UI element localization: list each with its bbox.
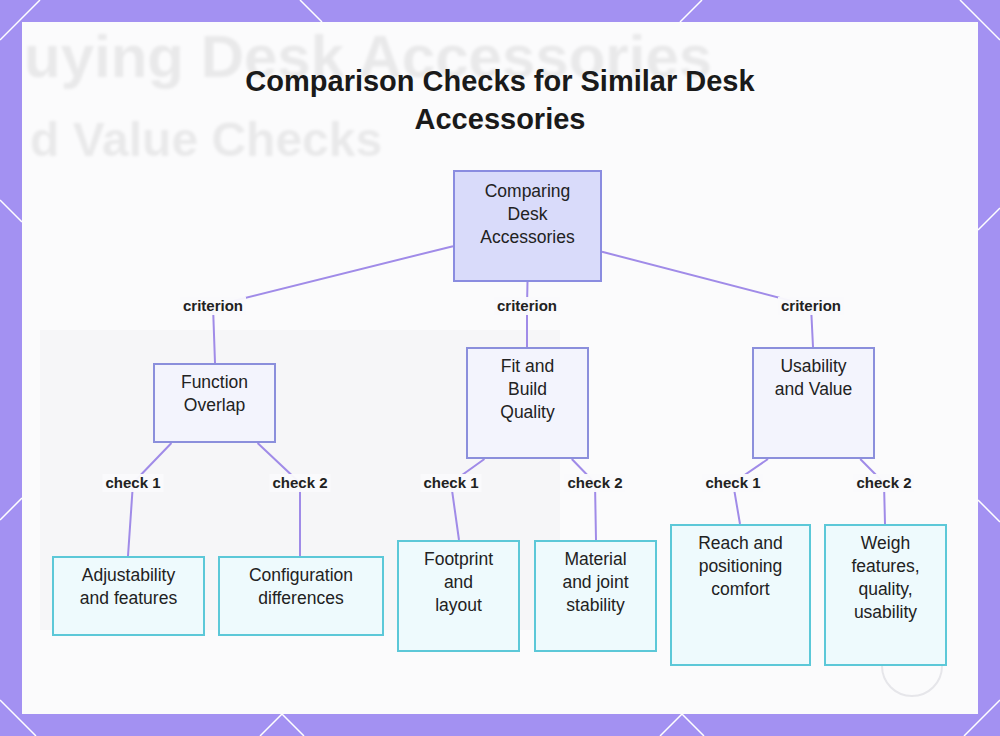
criterion-box: Fit and Build Quality <box>466 347 589 459</box>
root-box: Comparing Desk Accessories <box>453 170 602 282</box>
edge-label: check 2 <box>269 474 330 492</box>
node-label: Adjustability and features <box>66 564 191 610</box>
edge-label: criterion <box>778 297 844 315</box>
criterion-box: Function Overlap <box>153 363 276 443</box>
connector-line <box>128 443 171 556</box>
diagram-title: Comparison Checks for Similar Desk Acces… <box>200 62 800 138</box>
connector-line <box>572 459 596 540</box>
check-box: Reach and positioning comfort <box>670 524 811 666</box>
frame-line <box>300 0 702 22</box>
connector-line <box>451 459 484 540</box>
node-label: Function Overlap <box>169 371 260 417</box>
node-label: Footprint and layout <box>420 548 497 617</box>
edge-label: check 1 <box>702 474 763 492</box>
node-label: Weigh features, quality, usability <box>844 532 927 624</box>
connector-line <box>213 246 453 363</box>
connector-line <box>258 443 300 556</box>
node-label: Fit and Build Quality <box>486 355 569 424</box>
edge-label: check 2 <box>853 474 914 492</box>
edge-label: criterion <box>494 297 560 315</box>
edge-label: check 2 <box>564 474 625 492</box>
node-label: Reach and positioning comfort <box>686 532 795 601</box>
node-label: Material and joint stability <box>557 548 634 617</box>
check-box: Material and joint stability <box>534 540 657 652</box>
panel <box>22 22 978 714</box>
edge-label: criterion <box>180 297 246 315</box>
check-box: Configuration differences <box>218 556 384 636</box>
node-label: Configuration differences <box>234 564 368 610</box>
criterion-box: Usability and Value <box>752 347 875 459</box>
edge-label: check 1 <box>420 474 481 492</box>
check-box: Adjustability and features <box>52 556 205 636</box>
node-label: Usability and Value <box>772 355 855 401</box>
edge-label: check 1 <box>102 474 163 492</box>
frame-line <box>0 200 22 520</box>
check-box: Footprint and layout <box>397 540 520 652</box>
watermark-text: d Value Checks <box>30 112 382 167</box>
node-label: Comparing Desk Accessories <box>475 180 580 249</box>
check-box: Weigh features, quality, usability <box>824 524 947 666</box>
frame-line <box>978 208 1000 522</box>
